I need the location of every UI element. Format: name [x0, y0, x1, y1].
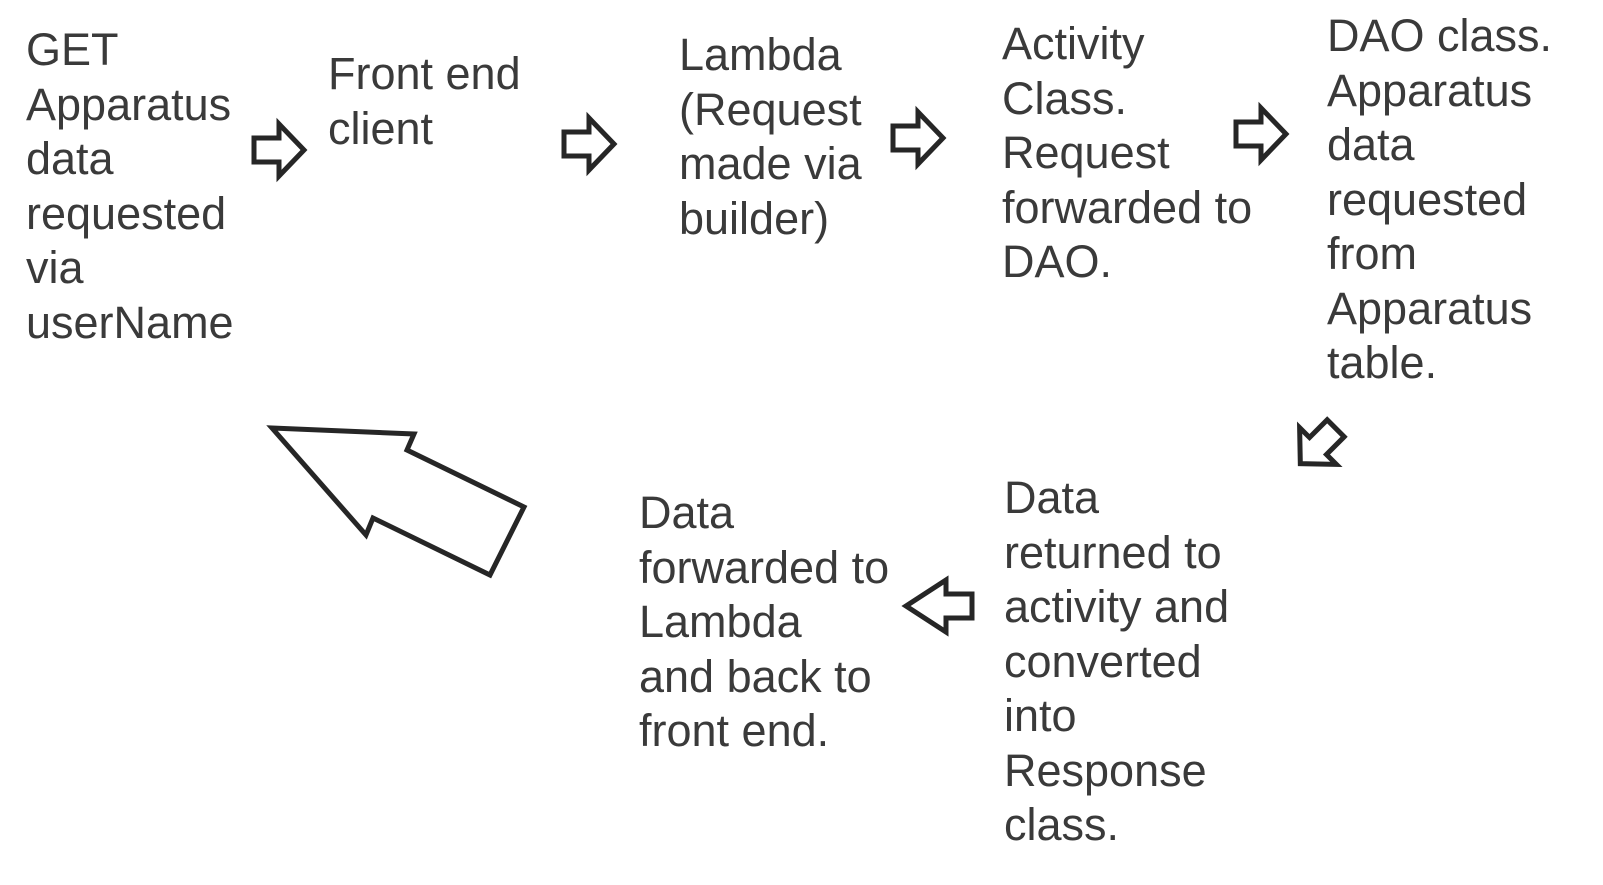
step-lambda: Lambda (Request made via builder) — [679, 29, 862, 244]
step-get-request: GET Apparatus data requested via userNam… — [26, 24, 234, 348]
step-data-forwarded: Data forwarded to Lambda and back to fro… — [639, 487, 890, 756]
arrow-right-icon — [890, 105, 947, 171]
step-activity-class: Activity Class. Request forwarded to DAO… — [1002, 18, 1253, 287]
arrow-right-icon — [561, 111, 618, 177]
arrow-down-left-icon — [1296, 416, 1348, 468]
arrow-right-icon — [251, 117, 308, 183]
step-data-returned: Data returned to activity and converted … — [1004, 472, 1230, 850]
arrow-left-icon — [901, 575, 975, 637]
step-front-end-client: Front end client — [328, 48, 521, 154]
large-arrow-up-left-icon — [266, 425, 528, 579]
step-dao-class: DAO class. Apparatus data requested from… — [1327, 10, 1553, 388]
arrow-right-icon — [1233, 101, 1290, 167]
